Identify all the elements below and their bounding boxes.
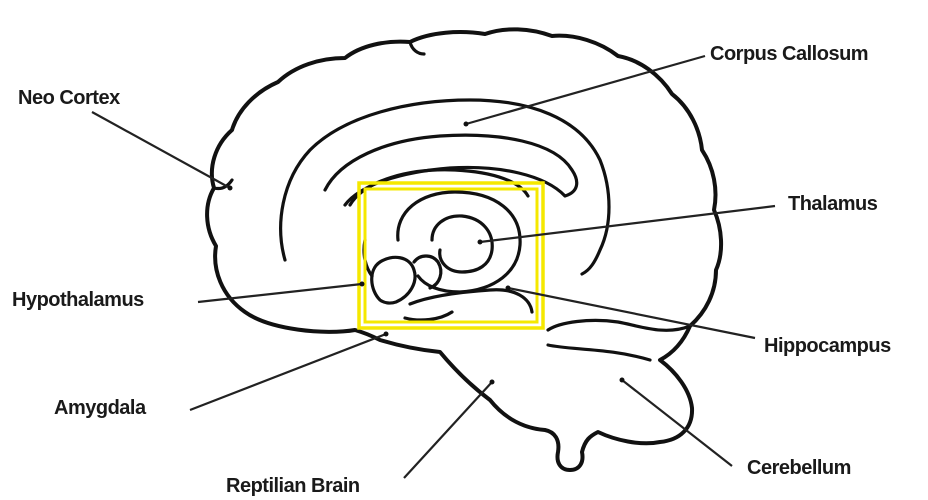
leader-cerebellum-dot	[620, 378, 625, 383]
leader-corpus-callosum-dot	[464, 122, 469, 127]
leader-neo-cortex-dot	[228, 186, 233, 191]
thalamus-inner-ring	[432, 216, 492, 272]
leader-amygdala	[190, 334, 386, 410]
leader-hypothalamus-dot	[360, 282, 365, 287]
cerebellum-top-edge	[548, 345, 650, 360]
leader-reptilian-brain-dot	[490, 380, 495, 385]
label-neo-cortex: Neo Cortex	[18, 87, 120, 109]
hypothalamus-shape	[372, 257, 415, 303]
label-hippocampus: Hippocampus	[764, 335, 891, 357]
label-amygdala: Amygdala	[54, 397, 147, 419]
label-cerebellum: Cerebellum	[747, 457, 851, 479]
cingulate-arc	[281, 100, 609, 274]
leader-cerebellum	[622, 380, 732, 466]
label-hypothalamus: Hypothalamus	[12, 289, 144, 311]
leader-hippocampus	[508, 288, 755, 338]
amygdala-base	[405, 312, 452, 320]
brain-outline	[207, 29, 721, 470]
leader-neo-cortex	[92, 112, 230, 188]
label-thalamus: Thalamus	[788, 193, 878, 215]
leader-hippocampus-dot	[506, 286, 511, 291]
label-corpus-callosum: Corpus Callosum	[710, 43, 868, 65]
fornix-curve	[350, 170, 528, 205]
highlight-box-outer	[359, 183, 543, 328]
label-reptilian-brain: Reptilian Brain	[226, 475, 360, 497]
temporal-lobe-edge	[548, 320, 690, 330]
hippocampus-curve	[410, 290, 532, 312]
leader-amygdala-dot	[384, 332, 389, 337]
leader-reptilian-brain	[404, 382, 492, 478]
leader-thalamus	[480, 206, 775, 242]
leader-thalamus-dot	[478, 240, 483, 245]
cortex-fold-top	[410, 42, 424, 54]
